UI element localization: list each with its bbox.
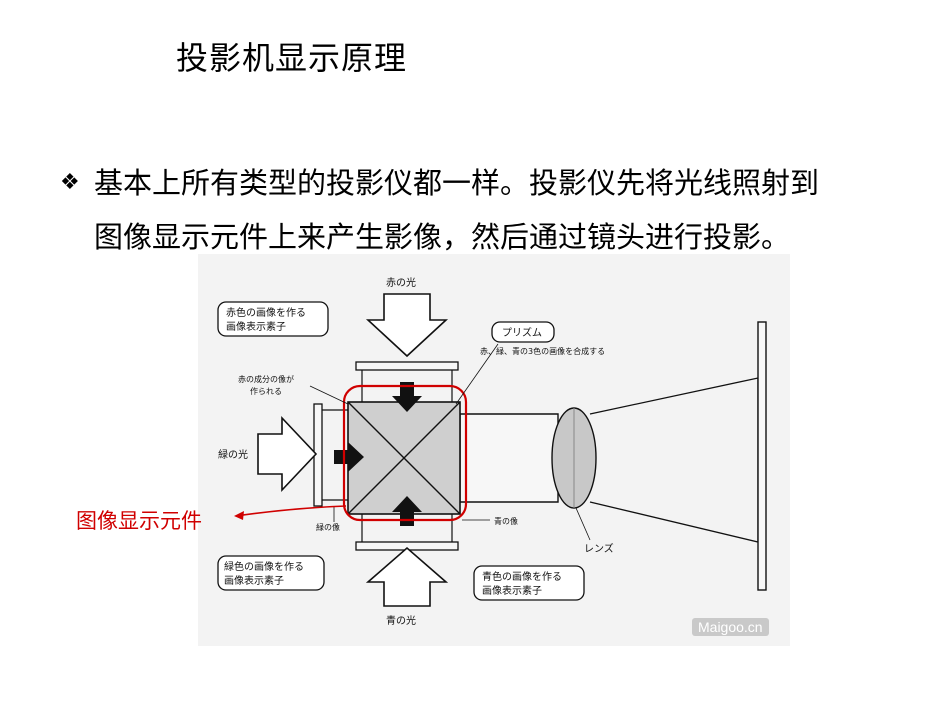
display-element-callout-label: 图像显示元件 [76, 509, 202, 533]
lens-label: レンズ [584, 542, 614, 555]
prism-label: プリズム [502, 326, 542, 339]
projection-beam [589, 377, 759, 543]
bullet-line-1: 基本上所有类型的投影仪都一样。投影仪先将光线照射到 [94, 166, 820, 200]
projector-diagram: 赤色の画像を作る 画像表示素子 プリズム 緑色の画像を作る 画像表示素子 青色の… [198, 254, 790, 646]
green-light-arrow [257, 415, 318, 493]
diamond-bullet-icon: ❖ [60, 170, 80, 195]
bullet-line-2: 图像显示元件上来产生影像，然后通过镜头进行投影。 [94, 220, 791, 254]
blue-element-label-1: 青色の画像を作る [482, 570, 562, 583]
red-image-arrow [392, 382, 422, 412]
blue-element-label-2: 画像表示素子 [482, 584, 542, 597]
projection-screen [757, 321, 767, 591]
green-image-arrow [334, 442, 364, 472]
red-component-label-1: 赤の成分の像が [238, 374, 294, 384]
red-component-label-2: 作られる [250, 386, 282, 396]
blue-image-label: 青の像 [494, 516, 518, 526]
slide-title: 投影机显示原理 [176, 39, 408, 77]
blue-light-label: 青の光 [386, 614, 416, 627]
red-light-label: 赤の光 [386, 276, 416, 289]
display-element-highlight [342, 384, 468, 522]
green-element-label-1: 緑色の画像を作る [224, 560, 304, 573]
callout-arrow [234, 505, 347, 520]
prism-note: 赤、緑、青の3色の画像を合成する [480, 346, 605, 356]
red-element-label-2: 画像表示素子 [226, 320, 286, 333]
blue-image-arrow [392, 496, 422, 526]
green-element-label-2: 画像表示素子 [224, 574, 284, 587]
site-watermark: Maigoo.cn [692, 618, 769, 636]
green-light-label: 緑の光 [218, 448, 248, 461]
blue-light-arrow [365, 546, 449, 607]
red-element-label-1: 赤色の画像を作る [226, 306, 306, 319]
red-display-element [355, 361, 459, 371]
light-path [459, 413, 559, 503]
green-image-label: 緑の像 [316, 522, 340, 532]
red-light-arrow [365, 293, 449, 358]
bullet-paragraph: ❖ 基本上所有类型的投影仪都一样。投影仪先将光线照射到 图像显示元件上来产生影像… [60, 156, 920, 264]
projector-diagram-svg: 赤色の画像を作る 画像表示素子 プリズム 緑色の画像を作る 画像表示素子 青色の… [217, 276, 767, 627]
